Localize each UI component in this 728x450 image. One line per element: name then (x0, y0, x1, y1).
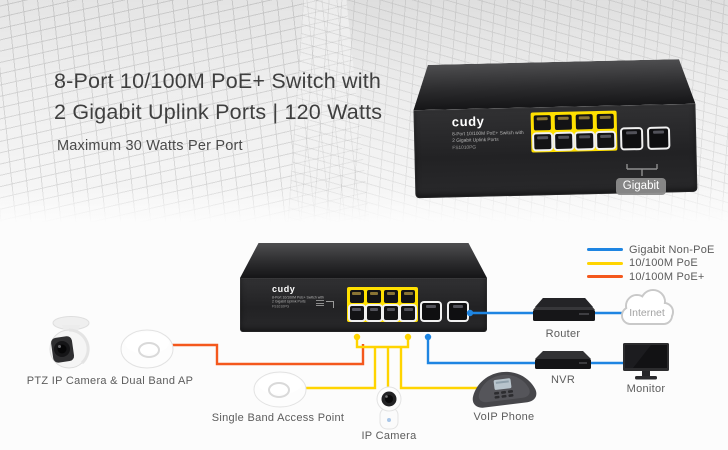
dual-band-ap-icon (120, 329, 174, 369)
wire-poe-bus (355, 337, 410, 349)
cudy-logo: cudy (272, 284, 296, 294)
ptz-ap-label: PTZ IP Camera & Dual Band AP (26, 375, 194, 387)
poe-port (555, 133, 573, 149)
gigabit-badge: Gigabit (616, 178, 666, 195)
nvr-label: NVR (550, 374, 576, 386)
switch-model: FS1010PG (272, 305, 290, 309)
legend-label: 10/100M PoE (629, 257, 698, 270)
dip-switch-markings (316, 300, 336, 308)
poe-port-row-bottom (534, 132, 615, 150)
poe-port (366, 306, 382, 320)
poe-port-row-top (533, 113, 614, 131)
ptz-camera-icon (49, 316, 90, 369)
poe-port (366, 289, 382, 303)
internet-cloud-icon: Internet (621, 289, 674, 325)
poe-port-block (530, 110, 618, 153)
gigabit-uplink-port (648, 128, 669, 148)
switch-front-print: 8-Port 10/100M PoE+ Switch with 2 Gigabi… (272, 296, 324, 309)
poe-port (576, 133, 594, 149)
poe-port (349, 306, 364, 320)
poe-port-dot (404, 333, 412, 341)
poe-port-row-top (349, 289, 416, 303)
poe-port (383, 306, 399, 320)
gigabit-port-dot (424, 333, 432, 341)
switch-top-face (240, 243, 487, 278)
legend-label: Gigabit Non-PoE (629, 243, 715, 256)
wire-poe-voip (399, 347, 478, 390)
monitor-label: Monitor (626, 383, 666, 395)
poe-port (533, 115, 551, 131)
poe-port (554, 114, 572, 131)
legend-row-poe-plus: 10/100M PoE+ (587, 270, 715, 284)
hero-subtitle: Maximum 30 Watts Per Port (57, 138, 243, 154)
switch-print-line2: 2 Gigabit Uplink Ports (452, 137, 499, 144)
switch-print-line1: 8-Port 10/100M PoE+ Switch with (272, 296, 324, 300)
ip-camera-label: IP Camera (361, 430, 417, 442)
internet-label: Internet (629, 307, 665, 319)
switch-front-print: 8-Port 10/100M PoE+ Switch with 2 Gigabi… (452, 131, 524, 152)
legend-line-poe (587, 261, 623, 265)
ip-camera-icon (376, 386, 402, 430)
legend-row-poe: 10/100M PoE (587, 257, 715, 271)
hero-title-line1: 8-Port 10/100M PoE+ Switch with (54, 69, 382, 93)
gigabit-uplink-port (621, 129, 642, 149)
hero-section: 8-Port 10/100M PoE+ Switch with 2 Gigabi… (0, 0, 728, 227)
poe-port (383, 289, 399, 303)
hero-title-line2: 2 Gigabit Uplink Ports | 120 Watts (54, 100, 383, 124)
hero-title: 8-Port 10/100M PoE+ Switch with 2 Gigabi… (54, 66, 382, 128)
poe-port (575, 114, 593, 130)
poe-port (400, 306, 416, 320)
router-label: Router (545, 328, 581, 340)
single-band-ap-icon (253, 371, 307, 408)
legend-line-gigabit (587, 248, 623, 252)
legend: Gigabit Non-PoE 10/100M PoE 10/100M PoE+ (587, 243, 715, 284)
voip-phone-icon (472, 371, 537, 408)
voip-phone-label: VoIP Phone (473, 411, 535, 423)
legend-row-gigabit: Gigabit Non-PoE (587, 243, 715, 257)
poe-port (400, 289, 416, 303)
legend-label: 10/100M PoE+ (629, 270, 705, 283)
poe-port (597, 132, 615, 149)
poe-port-dot (353, 333, 361, 341)
poe-port (349, 289, 364, 303)
uplink-port-block (422, 303, 467, 320)
diagram-switch: cudy 8-Port 10/100M PoE+ Switch with 2 G… (240, 243, 487, 332)
wire-poe-single-ap (304, 347, 377, 390)
poe-port-row-bottom (349, 306, 416, 320)
wire-poe-plus (171, 343, 365, 366)
gigabit-uplink-port (449, 303, 467, 320)
single-ap-label: Single Band Access Point (211, 412, 345, 424)
legend-line-poe-plus (587, 275, 623, 279)
switch-print-line2: 2 Gigabit Uplink Ports (272, 300, 306, 304)
gigabit-callout-bracket (626, 164, 658, 176)
wire-gigabit-nvr (426, 337, 538, 365)
nvr-icon (535, 351, 591, 369)
router-icon (533, 298, 595, 321)
switch-top-face (412, 59, 695, 110)
uplink-port-block (621, 128, 669, 149)
gigabit-uplink-port (422, 303, 440, 320)
poe-port (534, 134, 552, 150)
poe-port-block (347, 287, 418, 322)
monitor-icon (623, 343, 669, 380)
cudy-logo: cudy (451, 113, 485, 130)
poe-port (596, 113, 614, 130)
